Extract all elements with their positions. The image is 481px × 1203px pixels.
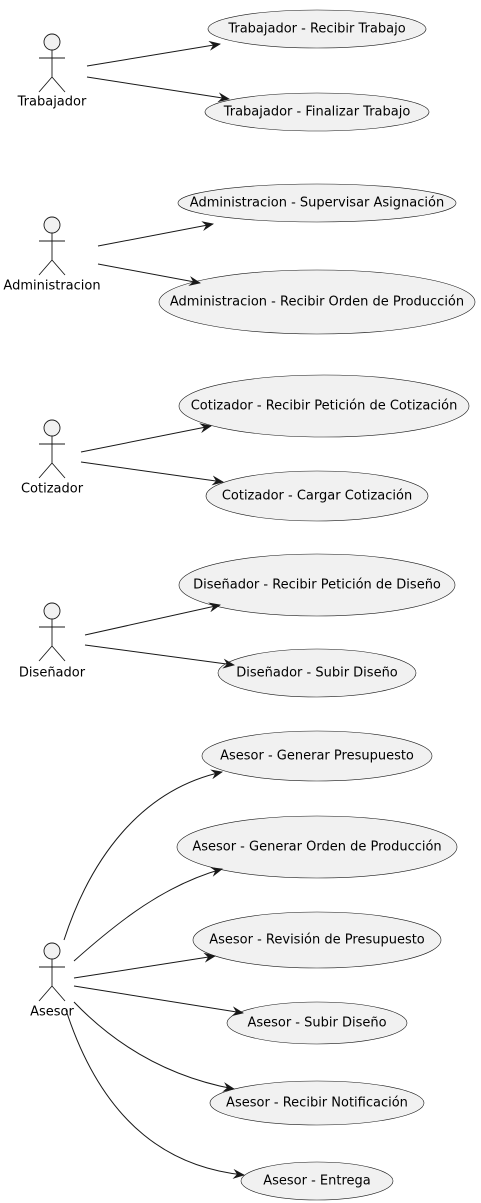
association-edge [97, 221, 214, 247]
usecase-label: Asesor - Entrega [263, 1174, 371, 1189]
usecase-cotizador-recibir-peticion: Cotizador - Recibir Petición de Cotizaci… [178, 374, 470, 438]
usecase-asesor-generar-orden: Asesor - Generar Orden de Producción [176, 815, 458, 879]
actor-label-asesor: Asesor [30, 1005, 74, 1020]
association-edge [84, 602, 221, 636]
actor-label-administracion: Administracion [3, 279, 100, 294]
stick-figure-icon [38, 602, 66, 662]
stick-figure-icon [38, 33, 66, 93]
usecase-label: Diseñador - Subir Diseño [236, 666, 398, 681]
usecase-asesor-entrega: Asesor - Entrega [240, 1161, 394, 1201]
association-edge [65, 1009, 245, 1179]
usecase-administracion-supervisar-asignacion: Administracion - Supervisar Asignación [177, 183, 457, 223]
actor-administracion: Administracion [3, 216, 101, 294]
association-edge [73, 952, 216, 979]
usecase-label: Trabajador - Recibir Trabajo [227, 22, 405, 37]
usecase-asesor-revision-presupuesto: Asesor - Revisión de Presupuesto [192, 911, 442, 969]
usecase-asesor-subir-diseno: Asesor - Subir Diseño [226, 1001, 408, 1045]
stick-figure-icon [38, 942, 66, 1002]
usecase-label: Asesor - Subir Diseño [247, 1016, 386, 1031]
association-edge [73, 1001, 235, 1092]
usecase-label: Diseñador - Recibir Petición de Diseño [193, 578, 441, 593]
stick-figure-icon [38, 216, 66, 276]
association-edge [84, 644, 235, 669]
association-edge [73, 985, 244, 1017]
association-edge [86, 40, 221, 67]
actor-trabajador: Trabajador [17, 33, 87, 110]
association-edge [63, 769, 223, 941]
association-edge [86, 76, 230, 103]
usecase-asesor-recibir-notificacion: Asesor - Recibir Notificación [209, 1080, 425, 1126]
association-edge [80, 461, 224, 486]
usecase-label: Asesor - Revisión de Presupuesto [209, 933, 425, 948]
usecase-label: Asesor - Generar Presupuesto [220, 749, 414, 764]
usecase-disenador-subir-diseno: Diseñador - Subir Diseño [217, 648, 417, 698]
association-edge [80, 423, 212, 453]
usecase-asesor-generar-presupuesto: Asesor - Generar Presupuesto [201, 730, 433, 782]
usecase-label: Trabajador - Finalizar Trabajo [223, 105, 411, 120]
usecase-label: Cotizador - Cargar Cotización [222, 489, 412, 504]
association-edge [97, 263, 201, 286]
actor-label-cotizador: Cotizador [21, 482, 84, 497]
usecase-administracion-recibir-orden: Administracion - Recibir Orden de Produc… [158, 269, 476, 335]
usecase-label: Asesor - Recibir Notificación [226, 1096, 408, 1111]
usecase-label: Administracion - Recibir Orden de Produc… [170, 295, 464, 310]
usecase-trabajador-recibir-trabajo: Trabajador - Recibir Trabajo [207, 9, 427, 49]
stick-figure-icon [38, 419, 66, 479]
usecase-disenador-recibir-peticion: Diseñador - Recibir Petición de Diseño [178, 553, 456, 617]
actor-disenador: Diseñador [19, 602, 86, 681]
actor-label-disenador: Diseñador [19, 666, 86, 681]
actor-asesor: Asesor [30, 942, 75, 1020]
association-edge [73, 867, 223, 962]
actor-label-trabajador: Trabajador [17, 95, 87, 110]
actor-cotizador: Cotizador [21, 419, 84, 497]
usecase-trabajador-finalizar-trabajo: Trabajador - Finalizar Trabajo [204, 92, 430, 132]
usecase-label: Cotizador - Recibir Petición de Cotizaci… [191, 399, 458, 414]
usecase-cotizador-cargar-cotizacion: Cotizador - Cargar Cotización [205, 470, 429, 522]
usecase-label: Asesor - Generar Orden de Producción [192, 840, 441, 855]
usecase-label: Administracion - Supervisar Asignación [190, 196, 444, 211]
